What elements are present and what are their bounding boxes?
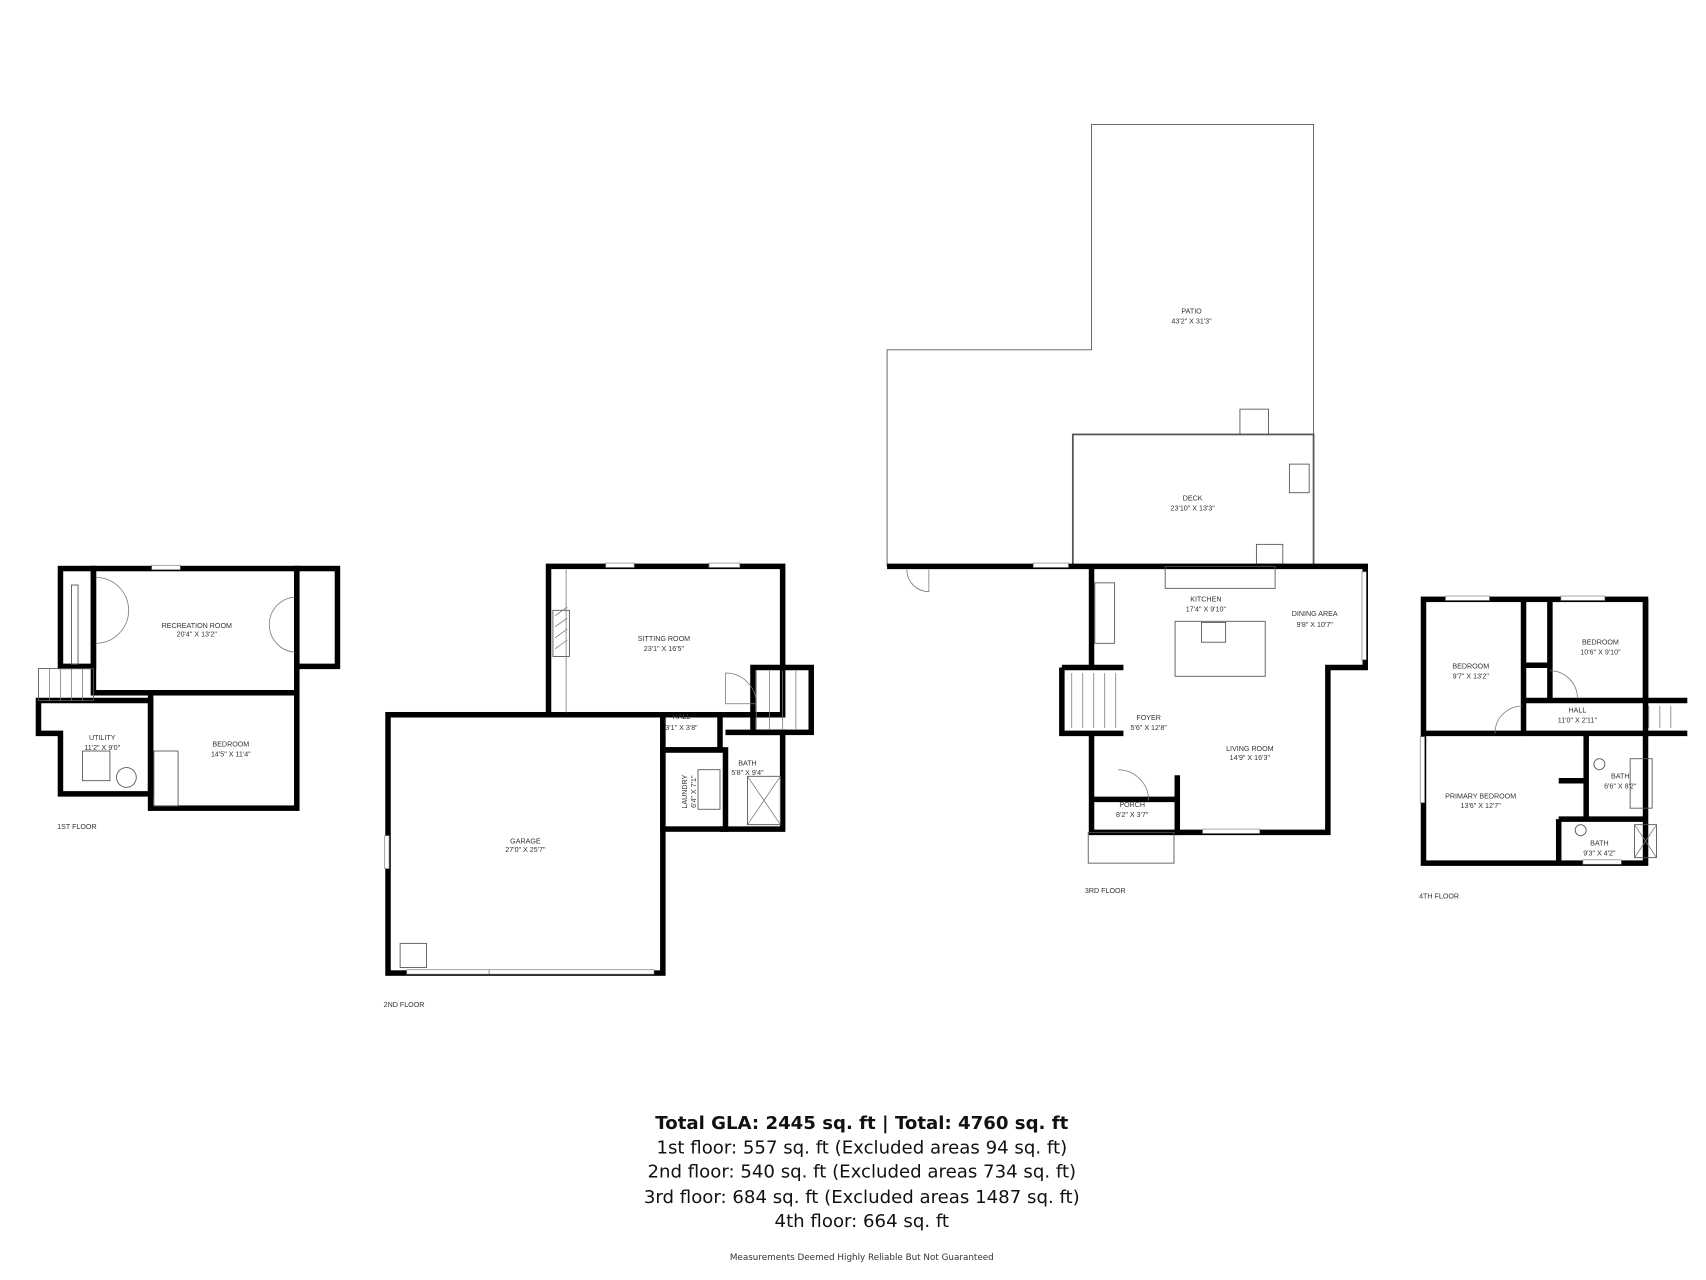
room-name: SITTING ROOM xyxy=(638,635,690,643)
room-name: BEDROOM xyxy=(1582,638,1619,646)
disclaimer: Measurements Deemed Highly Reliable But … xyxy=(730,1253,994,1263)
room-name: HALL xyxy=(1568,707,1586,715)
room-size: 17'4" X 9'10" xyxy=(1186,605,1227,613)
floor-label: 1ST FLOOR xyxy=(57,823,96,831)
room-name: BATH xyxy=(1590,840,1608,848)
room-name: PRIMARY BEDROOM xyxy=(1445,792,1516,800)
room-size: 43'2" X 31'3" xyxy=(1171,317,1212,325)
room-size: 27'0" X 25'7" xyxy=(505,846,546,854)
room-size: 8'2" X 3'7" xyxy=(1116,811,1149,819)
room-size: 9'7" X 13'2" xyxy=(1453,672,1490,680)
room-size: 6'4" X 7'1" xyxy=(690,775,698,808)
floor-label: 2ND FLOOR xyxy=(384,1001,425,1009)
third-floor-plan: PATIO 43'2" X 31'3" DECK 23'10" X 13'3" … xyxy=(886,124,1368,895)
room-name: HALL xyxy=(673,713,691,721)
room-name: GARAGE xyxy=(510,837,541,845)
floor-area-line: 1st floor: 557 sq. ft (Excluded areas 94… xyxy=(656,1137,1067,1158)
room-size: 14'9" X 16'3" xyxy=(1230,754,1271,762)
room-size: 20'4" X 13'2" xyxy=(177,631,218,639)
room-size: 11'0" X 2'11" xyxy=(1558,716,1598,724)
room-size: 5'6" X 12'8" xyxy=(1131,724,1168,732)
room-size: 13'6" X 12'7" xyxy=(1461,802,1502,810)
room-size: 11'2" X 9'0" xyxy=(84,744,120,752)
room-size: 3'1" X 3'8" xyxy=(665,724,698,732)
room-name: LAUNDRY xyxy=(681,774,689,808)
room-size: 23'1" X 16'5" xyxy=(644,645,685,653)
room-size: 10'6" X 9'10" xyxy=(1580,648,1621,656)
floor-label: 4TH FLOOR xyxy=(1419,892,1459,900)
area-summary: Total GLA: 2445 sq. ft | Total: 4760 sq.… xyxy=(644,1113,1080,1263)
room-name: LIVING ROOM xyxy=(1226,745,1274,753)
room-name: BEDROOM xyxy=(1452,663,1489,671)
fourth-floor-plan: BEDROOM 9'7" X 13'2" BEDROOM 10'6" X 9'1… xyxy=(1419,595,1688,900)
room-name: BATH xyxy=(738,759,756,767)
floor-area-line: 2nd floor: 540 sq. ft (Excluded areas 73… xyxy=(647,1162,1076,1183)
room-size: 14'5" X 11'4" xyxy=(211,751,251,759)
room-size: 23'10" X 13'3" xyxy=(1171,504,1216,512)
floor-area-line: 3rd floor: 684 sq. ft (Excluded areas 14… xyxy=(644,1187,1080,1208)
room-name: KITCHEN xyxy=(1190,596,1221,604)
room-name: DINING AREA xyxy=(1292,610,1338,618)
room-name: PATIO xyxy=(1181,308,1202,316)
floor-area-line: 4th floor: 664 sq. ft xyxy=(775,1211,949,1232)
room-name: PORCH xyxy=(1119,801,1145,809)
floor-label: 3RD FLOOR xyxy=(1085,887,1126,895)
room-size: 9'8" X 10'7" xyxy=(1297,621,1334,629)
total-area: Total GLA: 2445 sq. ft | Total: 4760 sq.… xyxy=(655,1113,1068,1134)
room-size: 9'3" X 4'2" xyxy=(1583,849,1616,857)
room-name: RECREATION ROOM xyxy=(162,622,232,630)
room-name: BATH xyxy=(1611,773,1629,781)
first-floor-plan: RECREATION ROOM 20'4" X 13'2" UTILITY 11… xyxy=(35,564,341,831)
room-name: UTILITY xyxy=(89,734,116,742)
room-name: BEDROOM xyxy=(212,741,249,749)
room-name: DECK xyxy=(1183,494,1203,502)
room-name: FOYER xyxy=(1136,714,1161,722)
room-size: 6'6" X 8'2" xyxy=(1604,782,1637,790)
room-size: 5'8" X 9'4" xyxy=(731,769,764,777)
second-floor-plan: SITTING ROOM 23'1" X 16'5" HALL 3'1" X 3… xyxy=(384,562,814,1009)
